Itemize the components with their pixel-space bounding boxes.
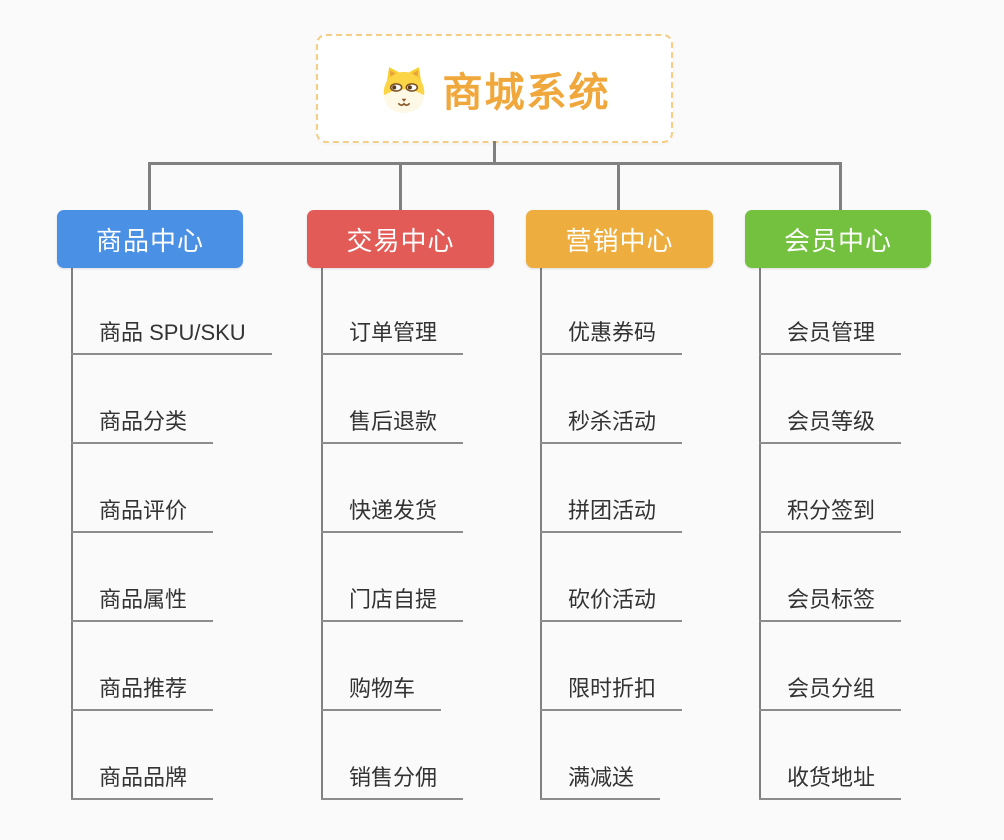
leaf-node[interactable]: 会员分组 — [759, 671, 902, 711]
connector-horizontal-main — [148, 162, 842, 165]
leaf-node[interactable]: 拼团活动 — [540, 493, 683, 533]
branch-node-trade-center[interactable]: 交易中心 — [307, 210, 494, 268]
branch-node-member-center[interactable]: 会员中心 — [745, 210, 931, 268]
leaf-node[interactable]: 积分签到 — [759, 493, 902, 533]
leaf-node[interactable]: 优惠券码 — [540, 315, 683, 355]
leaf-node[interactable]: 会员等级 — [759, 404, 902, 444]
leaf-node[interactable]: 满减送 — [540, 760, 661, 800]
root-title: 商城系统 — [442, 70, 611, 115]
leaf-node[interactable]: 售后退款 — [321, 404, 464, 444]
branch-node-product-center[interactable]: 商品中心 — [57, 210, 243, 268]
leaf-node[interactable]: 会员标签 — [759, 582, 902, 622]
connector-branch1-drop — [148, 162, 151, 210]
connector-branch4-trunk — [759, 268, 761, 800]
leaf-node[interactable]: 门店自提 — [321, 582, 464, 622]
leaf-node[interactable]: 商品品牌 — [71, 760, 214, 800]
branch-node-marketing-center[interactable]: 营销中心 — [526, 210, 713, 268]
leaf-node[interactable]: 砍价活动 — [540, 582, 683, 622]
leaf-node[interactable]: 商品 SPU/SKU — [71, 315, 272, 355]
leaf-node[interactable]: 收货地址 — [759, 760, 902, 800]
connector-branch2-drop — [399, 162, 402, 210]
connector-branch1-trunk — [71, 268, 73, 800]
leaf-node[interactable]: 会员管理 — [759, 315, 902, 355]
connector-branch2-trunk — [321, 268, 323, 800]
leaf-node[interactable]: 商品评价 — [71, 493, 214, 533]
dog-icon — [379, 64, 429, 114]
leaf-node[interactable]: 订单管理 — [321, 315, 464, 355]
leaf-node[interactable]: 商品分类 — [71, 404, 214, 444]
connector-branch3-drop — [617, 162, 620, 210]
leaf-node[interactable]: 限时折扣 — [540, 671, 683, 711]
leaf-node[interactable]: 销售分佣 — [321, 760, 464, 800]
root-node[interactable]: 商城系统 — [316, 34, 673, 143]
connector-root-drop — [493, 141, 496, 165]
leaf-node[interactable]: 购物车 — [321, 671, 442, 711]
leaf-node[interactable]: 秒杀活动 — [540, 404, 683, 444]
leaf-node[interactable]: 商品推荐 — [71, 671, 214, 711]
leaf-node[interactable]: 商品属性 — [71, 582, 214, 622]
connector-branch3-trunk — [540, 268, 542, 800]
connector-branch4-drop — [839, 162, 842, 210]
leaf-node[interactable]: 快递发货 — [321, 493, 464, 533]
